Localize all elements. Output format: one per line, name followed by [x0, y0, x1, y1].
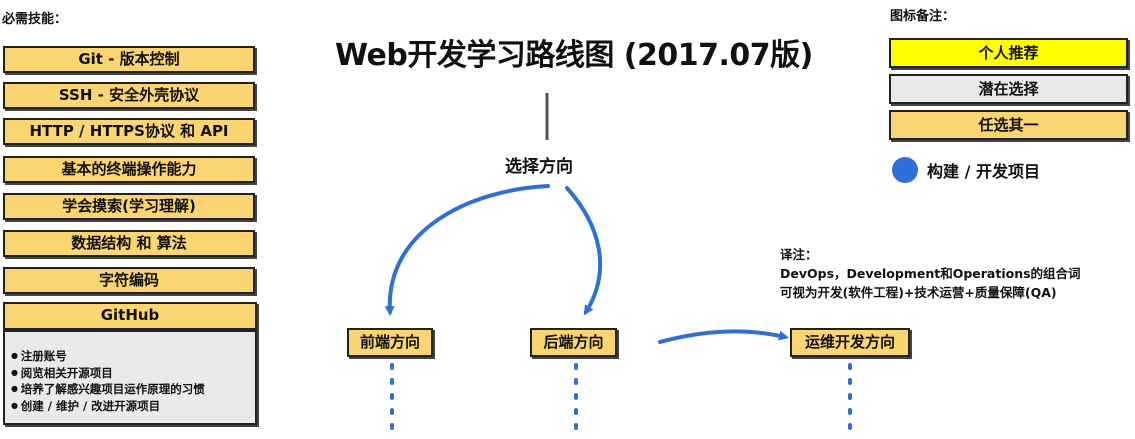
- skill-git: Git - 版本控制: [3, 46, 255, 73]
- frontend-direction: 前端方向: [347, 328, 433, 357]
- note-line-2: 可视为开发(软件工程)+技术运营+质量保障(QA): [780, 285, 1057, 300]
- skill-terminal: 基本的终端操作能力: [3, 156, 255, 183]
- skill-encoding: 字符编码: [3, 267, 255, 294]
- skill-github: GitHub: [3, 302, 257, 330]
- page-title: Web开发学习路线图 (2017.07版): [335, 38, 813, 73]
- github-detail-item: 培养了解感兴趣项目运作原理的习惯: [11, 381, 255, 398]
- skill-http: HTTP / HTTPS协议 和 API: [3, 118, 255, 145]
- github-details-panel: 注册账号 阅览相关开源项目 培养了解感兴趣项目运作原理的习惯 创建 / 维护 /…: [3, 330, 257, 425]
- build-dot-icon: [892, 157, 918, 183]
- legend-potential: 潜在选择: [889, 74, 1128, 104]
- legend-either: 任选其一: [889, 110, 1128, 140]
- note-label: 译注：: [780, 247, 818, 262]
- github-detail-item: 创建 / 维护 / 改进开源项目: [11, 398, 255, 415]
- note-line-1: DevOps，Development和Operations的组合词: [780, 266, 1081, 281]
- arrow-to-frontend: [384, 184, 550, 316]
- legend-label: 图标备注：: [890, 9, 956, 24]
- legend-build: 构建 / 开发项目: [927, 162, 1040, 181]
- backend-direction: 后端方向: [530, 328, 617, 357]
- skill-ssh: SSH - 安全外壳协议: [3, 82, 255, 109]
- arrow-to-devops: [658, 329, 789, 344]
- required-skills-label: 必需技能：: [2, 12, 68, 27]
- skill-explore: 学会摸索(学习理解): [3, 193, 255, 220]
- arrow-to-backend: [565, 186, 603, 316]
- devops-direction: 运维开发方向: [790, 328, 910, 357]
- github-detail-item: 阅览相关开源项目: [11, 365, 255, 382]
- choose-direction-label: 选择方向: [505, 157, 573, 177]
- github-detail-item: 注册账号: [11, 348, 255, 365]
- legend-recommended: 个人推荐: [889, 38, 1128, 68]
- skill-data-structure: 数据结构 和 算法: [3, 230, 255, 257]
